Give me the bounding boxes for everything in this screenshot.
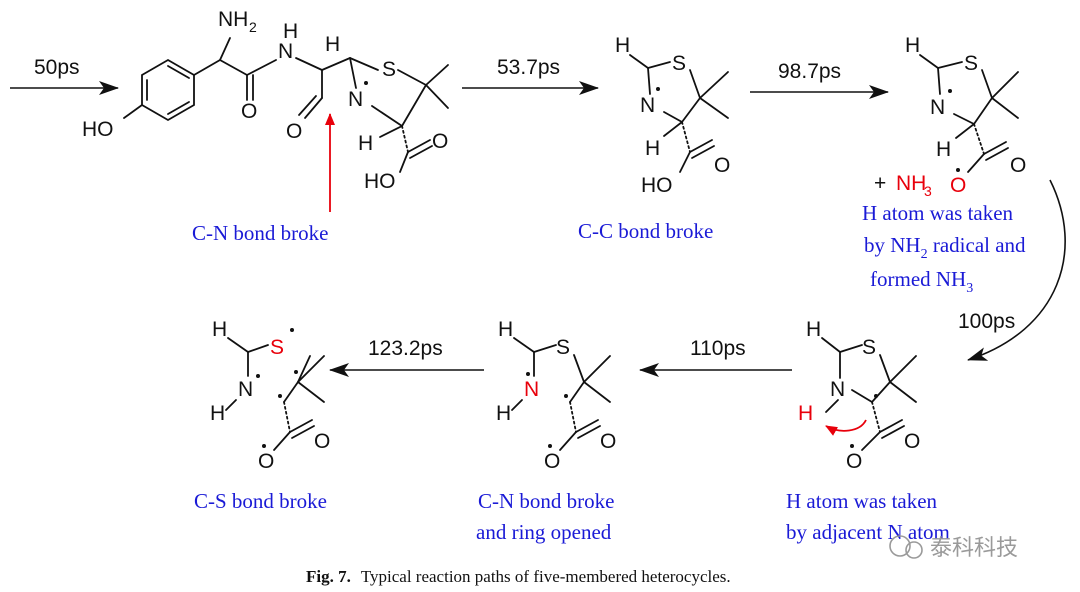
figure-caption: Fig. 7. Typical reaction paths of five-m… (306, 567, 731, 586)
nh3-subscript: 3 (924, 183, 932, 199)
arrow-110ps: 110ps (639, 337, 792, 377)
arrow-53-7ps: 53.7ps (462, 56, 599, 95)
atom-label: O (544, 450, 560, 473)
atom-label: H (806, 318, 821, 341)
atom-label: N (348, 88, 363, 111)
atom-label-red-s: S (270, 336, 284, 359)
annotation-cc-break: C-C bond broke (578, 219, 713, 243)
atom-label: H (905, 34, 920, 57)
time-label: 100ps (958, 310, 1015, 333)
atom-label: O (258, 450, 274, 473)
atom-label: H (212, 318, 227, 341)
time-label: 123.2ps (368, 337, 443, 360)
atom-label: HO (82, 118, 114, 141)
atom-label: N (640, 94, 655, 117)
atom-label: O (904, 430, 920, 453)
atom-label: S (862, 336, 876, 359)
atom-label: O (241, 100, 257, 123)
atom-label: O (1010, 154, 1026, 177)
caption-text: Typical reaction paths of five-membered … (361, 567, 731, 586)
annotation-subscript: 2 (921, 247, 928, 262)
atom-label: O (600, 430, 616, 453)
atom-label: H (210, 402, 225, 425)
annotation-subscript: 3 (966, 281, 973, 296)
annotation-h-adj-2: by adjacent N atom (786, 520, 950, 544)
plus-sign: + (874, 172, 886, 195)
atom-label: O (432, 130, 448, 153)
time-label: 53.7ps (497, 56, 560, 79)
molecule-4: H S N H O O (798, 318, 920, 473)
atom-subscript: 2 (249, 19, 257, 35)
atom-label: S (556, 336, 570, 359)
atom-label: S (382, 58, 396, 81)
annotation-part: by NH (864, 233, 921, 257)
arrow-98-7ps: 98.7ps (750, 60, 889, 99)
atom-label: H (615, 34, 630, 57)
atom-label: N (830, 378, 845, 401)
annotation-h-taken-nh2: H atom was taken by NH2 radical and form… (862, 201, 1026, 296)
atom-label: O (286, 120, 302, 143)
time-label: 50ps (34, 56, 80, 79)
annotation-cs-break: C-S bond broke (194, 489, 327, 513)
watermark: 泰科科技 (889, 535, 1018, 561)
atom-label: NH (218, 8, 248, 31)
nh3-label: NH (896, 172, 926, 195)
atom-label-red-n: N (524, 378, 539, 401)
atom-label: H (936, 138, 951, 161)
atom-label: H (283, 20, 298, 43)
atom-label-radical-o: O (950, 174, 966, 197)
atom-label: S (964, 52, 978, 75)
molecule-2: H S N H O HO (615, 34, 730, 197)
arrow-50ps: 50ps (10, 56, 119, 95)
annotation-part: formed NH (870, 267, 966, 291)
annotation-cn-ring-1: C-N bond broke (478, 489, 614, 513)
atom-label: H (496, 402, 511, 425)
molecule-5: H S N H O O (496, 318, 616, 473)
annotation-line: by NH2 radical and (864, 233, 1026, 262)
molecule-1: HO NH 2 O N H O H S N H O (82, 8, 449, 193)
molecule-3: H S N H O O (905, 34, 1026, 197)
atom-label: S (672, 52, 686, 75)
annotation-line: H atom was taken (862, 201, 1014, 225)
atom-label: H (325, 33, 340, 56)
atom-label: HO (641, 174, 673, 197)
annotation-line: formed NH3 (870, 267, 973, 296)
atom-label: O (314, 430, 330, 453)
arrow-123-2ps: 123.2ps (329, 337, 484, 377)
annotation-part: radical and (928, 233, 1026, 257)
atom-label: HO (364, 170, 396, 193)
caption-label: Fig. 7. (306, 567, 351, 586)
annotation-h-adj-1: H atom was taken (786, 489, 938, 513)
atom-label: H (645, 137, 660, 160)
atom-label: O (846, 450, 862, 473)
atom-label: N (930, 96, 945, 119)
molecule-6: H S N H O O (210, 318, 330, 473)
byproduct-nh3: + NH 3 (874, 172, 932, 199)
atom-label-red-h: H (798, 402, 813, 425)
arrow-100ps: 100ps (958, 179, 1066, 361)
atom-label: N (238, 378, 253, 401)
wechat-icon (889, 535, 911, 557)
atom-label: N (278, 40, 293, 63)
annotation-cn-break: C-N bond broke (192, 221, 328, 245)
time-label: 98.7ps (778, 60, 841, 83)
atom-label: O (714, 154, 730, 177)
annotation-cn-ring-2: and ring opened (476, 520, 612, 544)
atom-label: H (498, 318, 513, 341)
watermark-text: 泰科科技 (930, 536, 1018, 561)
atom-label: H (358, 132, 373, 155)
time-label: 110ps (690, 337, 746, 360)
